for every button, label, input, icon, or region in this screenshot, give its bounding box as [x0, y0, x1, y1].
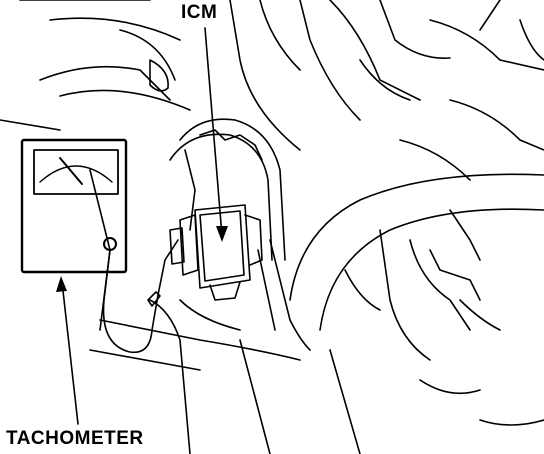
- tachometer-arrowhead: [56, 276, 67, 292]
- test-lead: [102, 239, 179, 354]
- lower-body: [0, 119, 301, 454]
- tachometer-label: TACHOMETER: [6, 428, 144, 449]
- wire-harness: [169, 118, 311, 351]
- icm-arrowhead: [216, 226, 228, 242]
- tachometer-meter: [20, 138, 128, 274]
- radiator-hose: [289, 173, 544, 331]
- background-panels: [19, 0, 544, 181]
- lower-right-components: [329, 209, 544, 454]
- icm-module: [169, 204, 263, 301]
- icm-label: ICM: [181, 2, 218, 23]
- tachometer-leader-arrow: [61, 281, 79, 425]
- icm-leader-arrow: [204, 27, 223, 237]
